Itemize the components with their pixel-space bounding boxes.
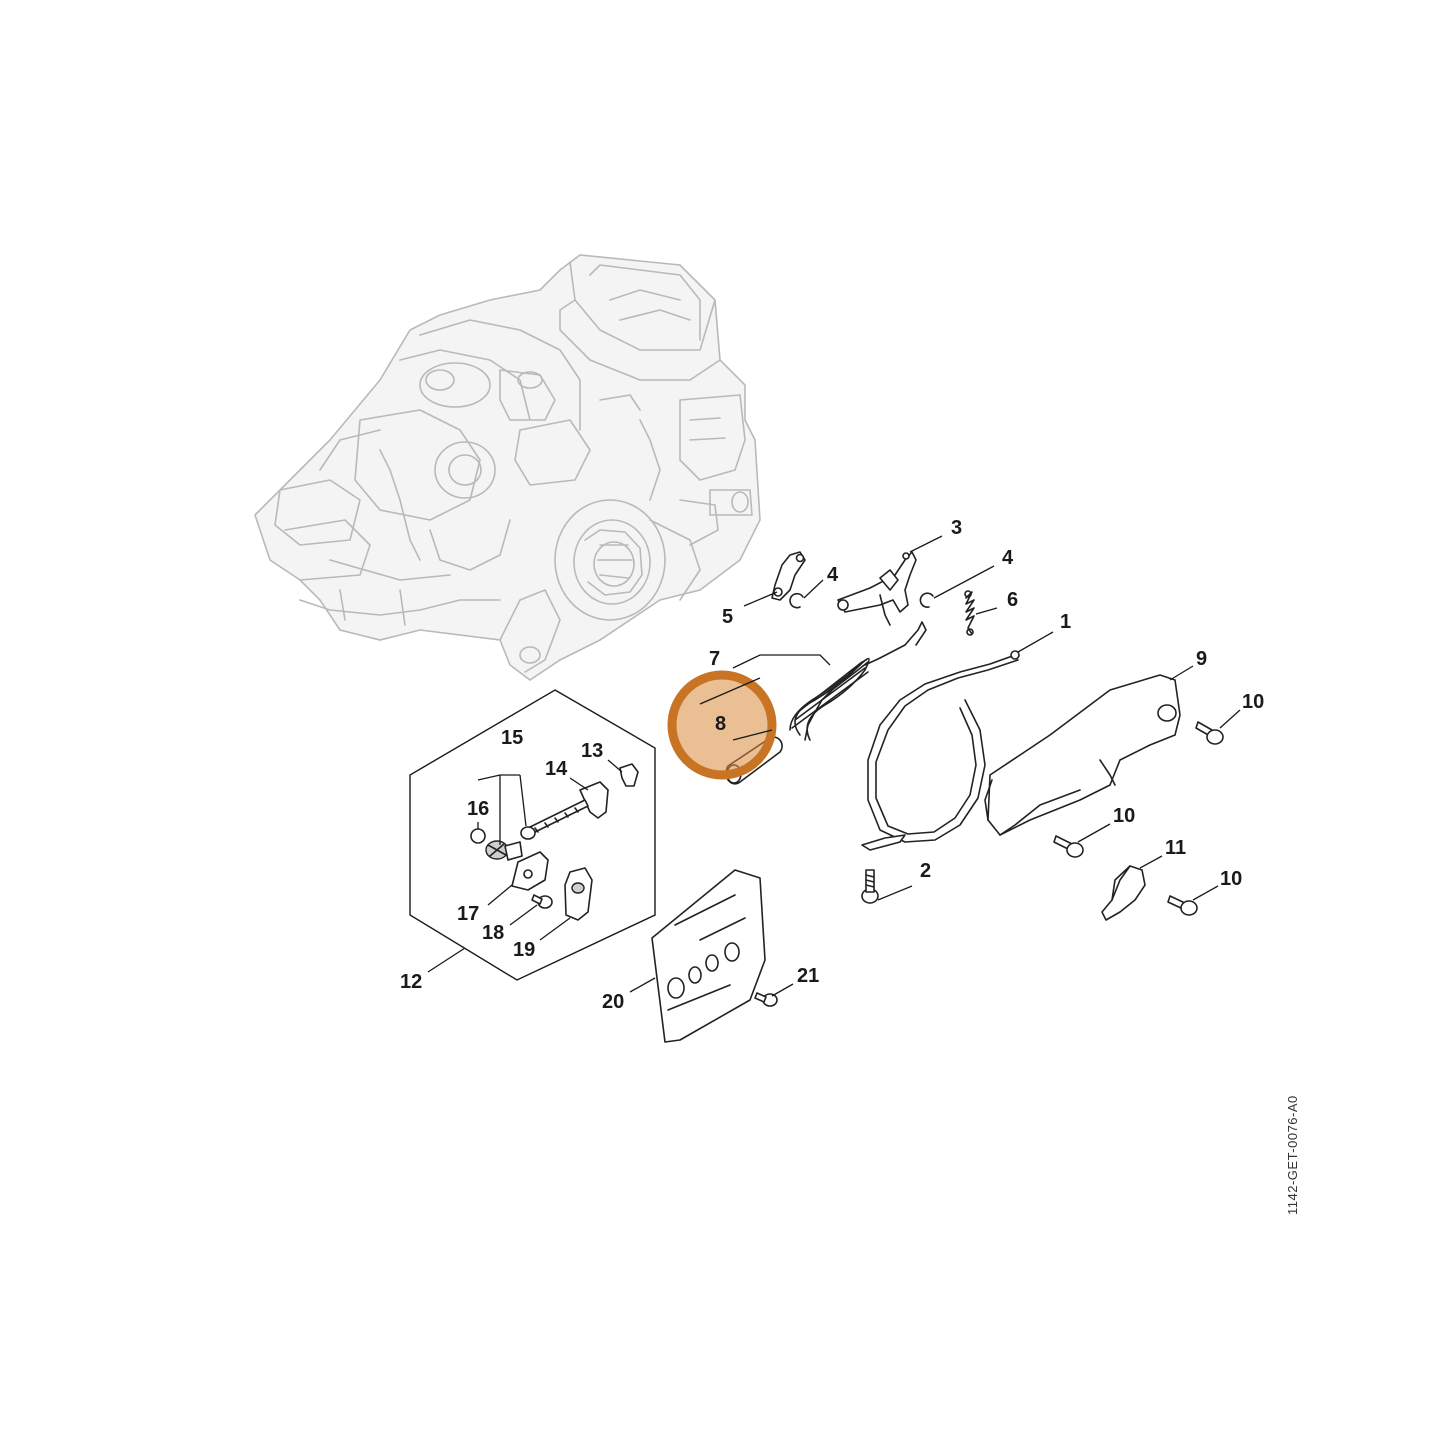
callout-12[interactable]: 12 [400, 971, 422, 993]
callout-17[interactable]: 17 [457, 903, 479, 925]
callout-21[interactable]: 21 [797, 965, 819, 987]
gear-part [485, 840, 523, 861]
screw-part-2 [861, 869, 879, 904]
nut-part-13 [619, 763, 639, 787]
screw-part-10-c [1167, 895, 1198, 916]
callout-7[interactable]: 7 [709, 648, 720, 670]
brake-lever-part-3 [837, 551, 917, 626]
callout-14[interactable]: 14 [545, 758, 568, 780]
callout-15[interactable]: 15 [501, 727, 523, 749]
bracket-part-14 [579, 781, 609, 819]
tensioner-parts-group [470, 763, 639, 921]
callout-19[interactable]: 19 [513, 939, 535, 961]
callout-10-a[interactable]: 10 [1242, 691, 1264, 713]
callout-16[interactable]: 16 [467, 798, 489, 820]
side-plate-part-20 [651, 869, 766, 1043]
chain-catcher-part-11 [1101, 865, 1146, 921]
callout-labels: 1 2 3 4 4 5 6 7 8 9 10 10 10 11 12 13 14… [400, 517, 1264, 1013]
callout-20[interactable]: 20 [602, 991, 624, 1013]
callout-11[interactable]: 11 [1165, 837, 1186, 859]
spring-part-6 [964, 590, 975, 636]
leader-lines [427, 535, 1241, 997]
callout-4-right[interactable]: 4 [1002, 547, 1014, 569]
guide-part-19 [564, 867, 593, 921]
callout-10-c[interactable]: 10 [1220, 868, 1242, 890]
engine-housing-ghost [254, 254, 761, 681]
callout-6[interactable]: 6 [1007, 589, 1018, 611]
callout-9[interactable]: 9 [1196, 648, 1207, 670]
screw-part-21 [754, 992, 778, 1007]
screw-part-18 [531, 894, 553, 909]
callout-5[interactable]: 5 [722, 606, 733, 628]
screw-part-10-b [1053, 835, 1084, 858]
ring-part-16 [470, 828, 486, 844]
callout-13[interactable]: 13 [581, 740, 603, 762]
callout-3[interactable]: 3 [951, 517, 962, 539]
screw-part-10-a [1195, 721, 1224, 745]
callout-4-left[interactable]: 4 [827, 564, 839, 586]
cover-part-9 [984, 674, 1181, 836]
lever-part-5 [771, 551, 806, 601]
brake-band-part-1 [861, 650, 1020, 851]
circlip-part-4-right [919, 592, 934, 608]
circlip-part-4-left [789, 592, 804, 609]
assembly-frame-part-12 [409, 689, 656, 981]
highlight-ring-part-8 [667, 670, 777, 780]
drawing-reference-code: 1142-GET-0076-A0 [1285, 1095, 1300, 1215]
callout-10-b[interactable]: 10 [1113, 805, 1135, 827]
callout-18[interactable]: 18 [482, 922, 504, 944]
callout-1[interactable]: 1 [1060, 611, 1071, 633]
callout-8[interactable]: 8 [715, 713, 726, 735]
callout-2[interactable]: 2 [920, 860, 931, 882]
adjusting-screw-part-15 [520, 799, 589, 840]
brake-spring-part-7 [789, 621, 927, 741]
